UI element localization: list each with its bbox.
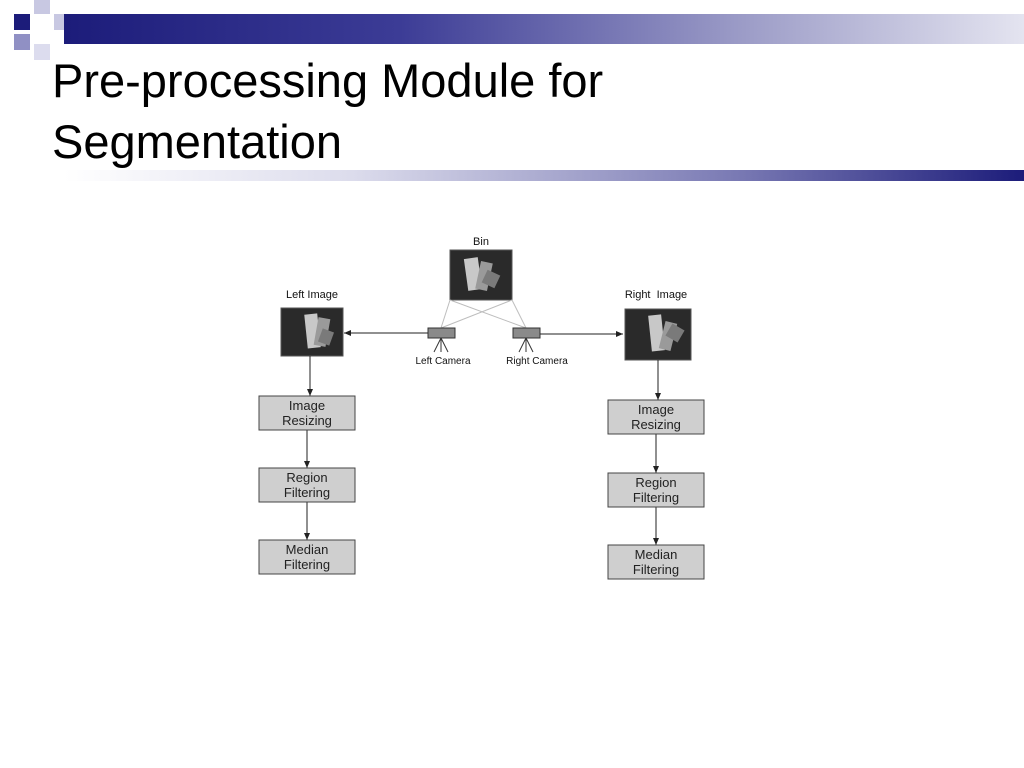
box-label-line1: Image [289,398,325,413]
box-label-line2: Filtering [633,562,679,577]
left-median-filtering-box: Median Filtering [258,539,356,575]
right-image-resizing-box: Image Resizing [607,399,705,435]
box-label-line1: Median [635,547,678,562]
title-top-bar [64,14,1024,44]
box-label-line2: Resizing [631,417,681,432]
left-image-resizing-box: Image Resizing [258,395,356,431]
corner-square-mid [14,34,30,50]
title-line-2: Segmentation [52,115,343,168]
right-image-label: Right Image [625,289,687,301]
page-title: Pre-processing Module for Segmentation [52,50,952,172]
corner-square-dark [14,14,30,30]
box-label-line1: Median [286,542,329,557]
corner-square-light [34,44,50,60]
right-camera-icon [512,327,541,353]
corner-square-light [34,0,50,14]
left-camera-label: Left Camera [415,356,470,367]
title-bottom-bar [64,170,1024,181]
box-label-line1: Region [286,470,327,485]
left-region-filtering-box: Region Filtering [258,467,356,503]
box-label-line2: Filtering [633,490,679,505]
box-label-line2: Filtering [284,485,330,500]
right-region-filtering-box: Region Filtering [607,472,705,508]
bin-image [449,249,513,301]
left-image [280,307,344,357]
bin-label: Bin [473,236,489,248]
camera-view-lines [440,299,527,329]
box-label-line2: Filtering [284,557,330,572]
left-camera-icon [427,327,456,353]
box-label-line1: Image [638,402,674,417]
box-label-line1: Region [635,475,676,490]
right-image [624,308,692,361]
right-camera-label: Right Camera [506,356,568,367]
box-label-line2: Resizing [282,413,332,428]
title-line-1: Pre-processing Module for [52,54,604,107]
right-median-filtering-box: Median Filtering [607,544,705,580]
left-image-label: Left Image [286,289,338,301]
